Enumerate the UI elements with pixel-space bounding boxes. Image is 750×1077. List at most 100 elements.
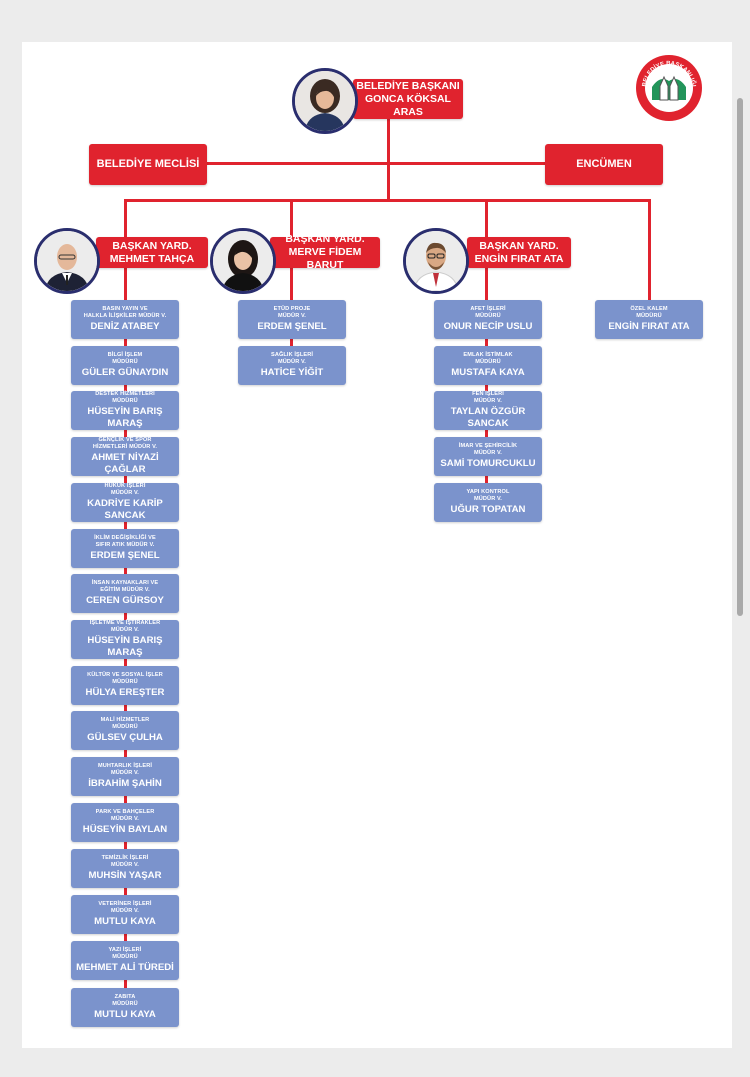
mayor-box: BELEDİYE BAŞKANI GONCA KÖKSAL ARAS — [353, 79, 463, 119]
municipality-logo-icon: BELEDİYE BAŞKANLIĞI MENTEŞE — [636, 55, 702, 121]
department-title-line-2: SIFIR ATIK MÜDÜR V. — [95, 542, 155, 548]
department-head-name: MUSTAFA KAYA — [451, 366, 525, 378]
deputy-box: BAŞKAN YARD. MERVE FİDEM BARUT — [270, 233, 380, 271]
department-title-line-1: YAZI İŞLERİ — [108, 947, 142, 954]
department-head-name: UĞUR TOPATAN — [450, 503, 526, 515]
department-title-line-1: İŞLETME VE İŞTİRAKLER — [89, 620, 161, 627]
scrollbar[interactable] — [737, 98, 743, 616]
department-title-line-2: MÜDÜRÜ — [475, 359, 501, 365]
department-title-line-1: MALİ HİZMETLER — [100, 717, 150, 724]
connector-column-3 — [485, 268, 488, 504]
woman-portrait-icon — [295, 71, 355, 131]
department-title-line-1: VETERİNER İŞLERİ — [98, 901, 152, 908]
department-title-line-1: DESTEK HİZMETLERİ — [95, 391, 155, 398]
department-title-line-2: MÜDÜR V. — [474, 450, 502, 456]
man-portrait-icon — [37, 231, 97, 291]
mayor-avatar — [292, 68, 358, 134]
department-title-line-2: MÜDÜR V. — [111, 908, 139, 914]
department-head-name: CEREN GÜRSOY — [86, 594, 164, 606]
department-head-name: KADRİYE KARİP SANCAK — [87, 497, 163, 521]
department-head-name: GÜLSEV ÇULHA — [87, 731, 163, 743]
department-title-line-2: MÜDÜR V. — [111, 490, 139, 496]
department-title-line-2: MÜDÜR V. — [111, 627, 139, 633]
department-title-line-1: KÜLTÜR VE SOSYAL İŞLER — [87, 672, 163, 679]
man-portrait-icon — [406, 231, 466, 291]
department-title-line-2: MÜDÜRÜ — [112, 1001, 138, 1007]
department-title-line-1: HUKUK İŞLERİ — [104, 483, 146, 490]
mayor-name: GONCA KÖKSAL ARAS — [365, 92, 451, 118]
deputy-avatar — [34, 228, 100, 294]
department-title-line-1: TEMİZLİK İŞLERİ — [101, 855, 149, 862]
department-head-name: MUTLU KAYA — [94, 1008, 156, 1020]
department-head-name: ERDEM ŞENEL — [257, 320, 327, 332]
department-title-line-1: SAĞLIK İŞLERİ — [270, 352, 313, 359]
deputy-title: BAŞKAN YARD. — [112, 239, 192, 252]
department-head-name: HÜLYA EREŞTER — [85, 686, 165, 698]
department-head-name: ERDEM ŞENEL — [90, 549, 160, 561]
department-title-line-2: EĞİTİM MÜDÜR V. — [100, 587, 150, 593]
mayor-title: BELEDİYE BAŞKANI — [356, 79, 460, 92]
department-title-line-2: MÜDÜR V. — [278, 359, 306, 365]
department-title-line-1: PARK VE BAHÇELER — [95, 809, 155, 816]
connector-main-down — [387, 162, 390, 202]
deputy-title: BAŞKAN YARD. — [479, 239, 559, 252]
department-head-name: GÜLER GÜNAYDIN — [81, 366, 169, 378]
department-head-name: ONUR NECİP USLU — [443, 320, 533, 332]
department-head-name: DENİZ ATABEY — [90, 320, 160, 332]
council-box: BELEDİYE MECLİSİ — [89, 144, 207, 185]
department-title-line-1: FEN İŞLERİ — [472, 391, 504, 398]
department-title-line-2: MÜDÜRÜ — [112, 724, 138, 730]
department-head-name: MEHMET ALİ TÜREDİ — [76, 961, 174, 973]
council-label: BELEDİYE MECLİSİ — [96, 158, 200, 170]
department-title-line-1: YAPI KONTROL — [466, 489, 510, 496]
department-head-name: HATİCE YİĞİT — [260, 366, 324, 378]
department-title-line-2: MÜDÜRÜ — [112, 359, 138, 365]
department-title-line-1: AFET İŞLERİ — [470, 306, 506, 313]
department-head-name: MUTLU KAYA — [94, 915, 156, 927]
department-title-line-2: MÜDÜR V. — [111, 862, 139, 868]
svg-text:MENTEŞE: MENTEŞE — [655, 103, 682, 113]
connector-council — [205, 162, 547, 165]
department-head-name: ENGİN FIRAT ATA — [608, 320, 690, 332]
deputy-name: ENGİN FIRAT ATA — [474, 252, 564, 265]
logo-bottom-text: MENTEŞE — [655, 103, 682, 113]
department-title-line-2: MÜDÜR V. — [474, 398, 502, 404]
department-title-line-2: MÜDÜRÜ — [112, 954, 138, 960]
deputy-box: BAŞKAN YARD. MEHMET TAHÇA — [96, 237, 208, 268]
deputy-avatar — [210, 228, 276, 294]
department-title-line-1: İNSAN KAYNAKLARI VE — [91, 580, 159, 587]
department-title-line-2: HİZMETLERİ MÜDÜR V. — [92, 444, 158, 450]
connector-branches — [124, 199, 650, 202]
department-head-name: AHMET NİYAZİ ÇAĞLAR — [91, 451, 159, 475]
department-title-line-1: EMLAK İSTİMLAK — [463, 352, 513, 359]
department-head-name: HÜSEYİN BAYLAN — [82, 823, 168, 835]
deputy-box: BAŞKAN YARD. ENGİN FIRAT ATA — [467, 237, 571, 268]
deputy-title: BAŞKAN YARD. — [285, 233, 365, 245]
department-title-line-2: MÜDÜR V. — [111, 816, 139, 822]
department-title-line-2: MÜDÜRÜ — [636, 313, 662, 319]
department-title-line-2: MÜDÜRÜ — [112, 679, 138, 685]
deputy-name: MERVE FİDEM BARUT — [288, 246, 362, 271]
department-title-line-2: HALKLA İLİŞKİLER MÜDÜR V. — [83, 313, 167, 319]
connector-branch-3 — [485, 199, 488, 237]
department-title-line-1: ETÜD PROJE — [273, 306, 311, 313]
woman-portrait-icon — [213, 231, 273, 291]
department-title-line-1: İKLİM DEĞİŞİKLİĞİ VE — [94, 535, 156, 542]
department-title-line-2: MÜDÜRÜ — [112, 398, 138, 404]
encumen-box: ENCÜMEN — [545, 144, 663, 185]
department-title-line-1: GENÇLİK VE SPOR — [98, 437, 152, 444]
department-title-line-2: MÜDÜRÜ — [475, 313, 501, 319]
